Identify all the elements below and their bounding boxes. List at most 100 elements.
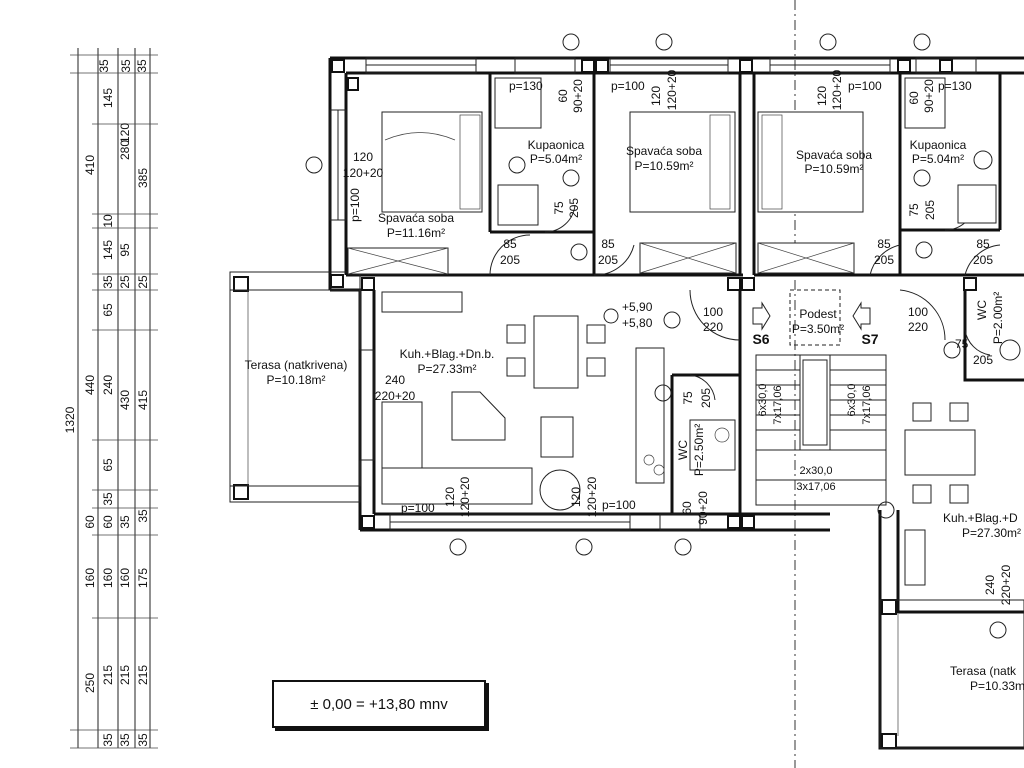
level-note-text: ± 0,00 = +13,80 mnv	[310, 695, 448, 713]
dim-c3-5: 240	[101, 375, 115, 395]
wc2-area: P=2.00m²	[991, 292, 1005, 344]
bath1-area: P=5.04m²	[530, 152, 582, 166]
door1-h: 205	[500, 253, 520, 267]
dim-c5-4: 175	[136, 568, 150, 588]
win-k2-a: 120	[569, 487, 583, 507]
kitchen2-name: Kuh.+Blag.+D	[943, 511, 1018, 525]
wc1-area: P=2.50m²	[692, 424, 706, 476]
kitchen1-area: P=27.33m²	[417, 362, 476, 376]
dim-total: 1320	[63, 406, 77, 433]
door-entry1-h: 220	[703, 320, 723, 334]
round-table	[539, 469, 581, 511]
door-wc2-w: 75	[955, 337, 969, 351]
flight-b1: 6x30,0	[846, 383, 858, 416]
door3-w: 85	[877, 237, 891, 251]
flight-a2: 7x17,06	[772, 385, 784, 424]
bed2-name: Spavaća soba	[626, 144, 702, 158]
door-bath1-h: 205	[567, 198, 581, 218]
furniture	[347, 77, 1021, 586]
dim-c3-6: 65	[101, 458, 115, 472]
win-wc-a: 60	[680, 501, 694, 515]
bed-2	[629, 111, 736, 213]
door-bath2-w: 75	[907, 203, 921, 217]
dim-c5-5: 215	[136, 665, 150, 685]
win-bed3-b: 120+20	[830, 69, 844, 110]
dim-c5-0: 385	[136, 168, 150, 188]
grid-markers	[305, 33, 1007, 639]
win-bath2-a: 60	[907, 91, 921, 105]
win-k2-b: 120+20	[585, 476, 599, 517]
shower-2	[957, 184, 997, 224]
flight-b2: 7x17,06	[861, 385, 873, 424]
dim-c2-4: 250	[83, 673, 97, 693]
dim-c3-8: 60	[101, 515, 115, 529]
win-ter-b: 220+20	[375, 389, 416, 403]
sill-k1: p=100	[401, 501, 435, 515]
armchair	[540, 416, 574, 458]
door2-h: 205	[598, 253, 618, 267]
door-entry1-w: 100	[703, 305, 723, 319]
win-ter-a: 240	[385, 373, 405, 387]
sill-k2: p=100	[602, 498, 636, 512]
dim-c3-7: 35	[101, 492, 115, 506]
door-entry2-w: 100	[908, 305, 928, 319]
win-bath1-a: 60	[556, 89, 570, 103]
dim-c5-6: 35	[136, 733, 150, 747]
sill-bed3: p=100	[848, 79, 882, 93]
level-note: ± 0,00 = +13,80 mnv	[272, 680, 486, 728]
dim-c2-3: 160	[83, 568, 97, 588]
dim-c4-top: 35	[135, 59, 149, 73]
win-bed1-h: 120	[353, 150, 373, 164]
door-wc1-h: 205	[699, 388, 713, 408]
door1-w: 85	[503, 237, 517, 251]
staircase	[752, 289, 887, 506]
dining-table-2	[904, 429, 976, 476]
wc-1-fixtures	[689, 419, 736, 471]
win-wc-b: 90+20	[696, 491, 710, 525]
door2-w: 85	[601, 237, 615, 251]
dim-c4-6: 160	[118, 568, 132, 588]
dim-c4-4: 430	[118, 390, 132, 410]
terrace2-area: P=10.33m	[970, 679, 1024, 693]
landing-name: Podest	[799, 307, 837, 321]
dim-c4-5: 35	[118, 515, 132, 529]
level-upper: +5,90	[622, 300, 653, 314]
win-ter2-a: 240	[983, 575, 997, 595]
kitchen2-area: P=27.30m²	[962, 526, 1021, 540]
flight-c1: 2x30,0	[799, 465, 832, 477]
door-bath2-h: 205	[923, 200, 937, 220]
dim-c2-1: 440	[83, 375, 97, 395]
dim-c4-1: 280	[118, 140, 132, 160]
dimension-chain: 1320 410 440 60 160 250 35 145 10 145 35…	[63, 48, 158, 749]
dim-c3-4: 65	[101, 303, 115, 317]
flight-c2: 3x17,06	[796, 481, 835, 493]
dim-c3-top: 35	[119, 59, 133, 73]
door3-h: 205	[874, 253, 894, 267]
dim-c3-2: 145	[101, 240, 115, 260]
bathtub-1	[494, 77, 542, 129]
bath1-name: Kupaonica	[528, 138, 585, 152]
dim-c5-1: 25	[136, 275, 150, 289]
coffee-table	[451, 391, 506, 441]
bed3-area: P=10.59m²	[804, 162, 863, 176]
wc2-name: WC	[975, 300, 989, 320]
terrace2-name: Terasa (natk	[950, 664, 1017, 678]
dim-c2-2: 60	[83, 515, 97, 529]
win-bath1-b: 90+20	[571, 79, 585, 113]
stair-labels: S6 S7 6x30,0 7x17,06 6x30,0 7x17,06 2x30…	[752, 331, 878, 493]
dim-c3-3: 35	[101, 275, 115, 289]
bath2-name: Kupaonica	[910, 138, 967, 152]
bed-3	[757, 111, 864, 213]
win-bed2-b: 120+20	[665, 69, 679, 110]
dim-c3-10: 215	[101, 665, 115, 685]
bed1-name: Spavaća soba	[378, 211, 454, 225]
bed1-area: P=11.16m²	[387, 226, 445, 240]
kitchen1-name: Kuh.+Blag.+Dn.b.	[400, 347, 495, 361]
dim-c3-1: 10	[101, 214, 115, 228]
flight-a1: 6x30,0	[757, 383, 769, 416]
shower-1	[497, 184, 539, 226]
door-bath1-w: 75	[552, 201, 566, 215]
stair-s7: S7	[861, 331, 878, 347]
bed-1	[381, 111, 483, 213]
dim-c4-2: 95	[118, 243, 132, 257]
